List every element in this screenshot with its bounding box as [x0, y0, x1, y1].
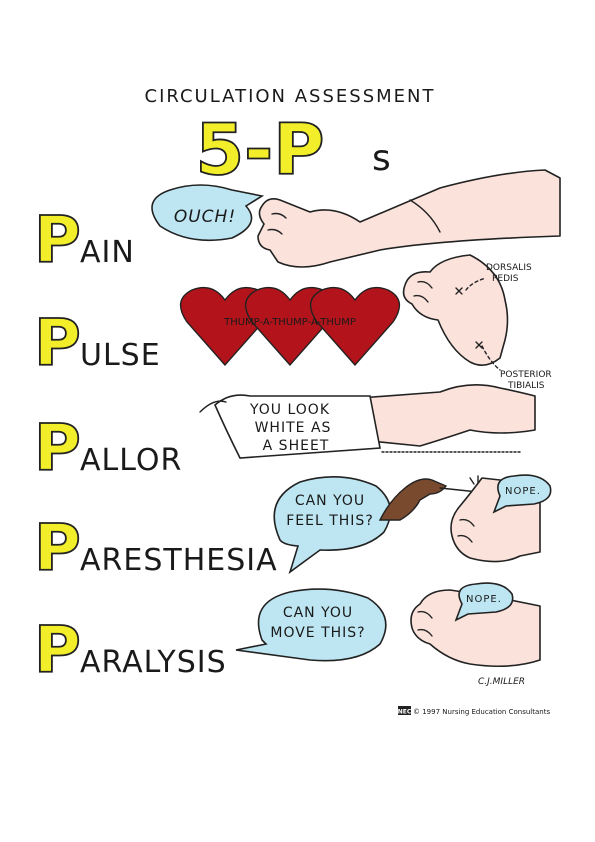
- pulse-hearts: THUMP-A-THUMP-A-THUMP: [179, 286, 401, 367]
- pallor-sign-line3: A SHEET: [263, 438, 330, 454]
- copyright-text: © 1997 Nursing Education Consultants: [413, 708, 550, 716]
- row-paralysis: P ARALYSIS CAN YOU MOVE THIS? NOPE.: [33, 582, 541, 689]
- pallor-sign-line2: WHITE AS: [255, 420, 332, 436]
- move-bubble-line1: CAN YOU: [283, 605, 353, 621]
- poster-title: CIRCULATION ASSESSMENT: [145, 86, 436, 107]
- heart-3: [309, 286, 401, 367]
- nope-bubble-2: NOPE.: [454, 582, 514, 622]
- move-this-speech-bubble: CAN YOU MOVE THIS?: [235, 588, 387, 662]
- thump-sound-text: THUMP-A-THUMP-A-THUMP: [223, 317, 356, 328]
- paralysis-letter: P: [34, 614, 81, 688]
- row-paresthesia: P ARESTHESIA CAN YOU FEEL THIS? NOPE.: [33, 474, 552, 587]
- nope-bubble-1: NOPE.: [492, 474, 552, 514]
- nope-text-1: NOPE.: [505, 486, 541, 497]
- paresthesia-letter: P: [34, 512, 81, 586]
- pedis-label: PEDIS: [492, 274, 519, 284]
- pulse-foot-illustration: [402, 254, 509, 371]
- nec-logo-text: NEC: [398, 709, 412, 716]
- pallor-sheet-illustration: [199, 384, 536, 459]
- artist-signature: C.J.MILLER: [478, 677, 525, 687]
- posterior-label: POSTERIOR: [500, 370, 552, 380]
- pallor-sign-line1: YOU LOOK: [249, 402, 330, 418]
- paralysis-foot-illustration: [410, 589, 541, 668]
- pain-leg-illustration: [257, 169, 561, 268]
- feel-bubble-line1: CAN YOU: [295, 493, 365, 509]
- ouch-speech-bubble: OUCH!: [151, 184, 265, 242]
- move-bubble-line2: MOVE THIS?: [270, 625, 365, 641]
- row-pulse: P ULSE THUMP-A-THUMP-A-THUMP DORSALIS PE…: [33, 254, 552, 391]
- pain-letter: P: [34, 204, 81, 278]
- pulse-word: ULSE: [80, 338, 161, 373]
- pallor-word: ALLOR: [80, 443, 182, 478]
- pain-word: AIN: [80, 235, 135, 270]
- five-p-suffix: s: [372, 138, 391, 179]
- pallor-letter: P: [34, 412, 81, 486]
- nope-text-2: NOPE.: [466, 594, 502, 605]
- dorsalis-label: DORSALIS: [486, 263, 532, 273]
- five-p-heading: 5-P: [195, 109, 324, 191]
- feel-bubble-line2: FEEL THIS?: [286, 513, 374, 529]
- paralysis-word: ARALYSIS: [80, 645, 227, 680]
- tibialis-label: TIBIALIS: [507, 381, 545, 391]
- row-pain: P AIN OUCH!: [33, 169, 561, 279]
- row-pallor: P ALLOR YOU LOOK WHITE AS A SHEET: [33, 384, 536, 487]
- feel-this-speech-bubble: CAN YOU FEEL THIS?: [273, 476, 392, 575]
- pulse-letter: P: [34, 307, 81, 381]
- ouch-text: OUCH!: [174, 207, 236, 227]
- nec-logo: NEC: [398, 706, 412, 716]
- paresthesia-word: ARESTHESIA: [80, 543, 278, 578]
